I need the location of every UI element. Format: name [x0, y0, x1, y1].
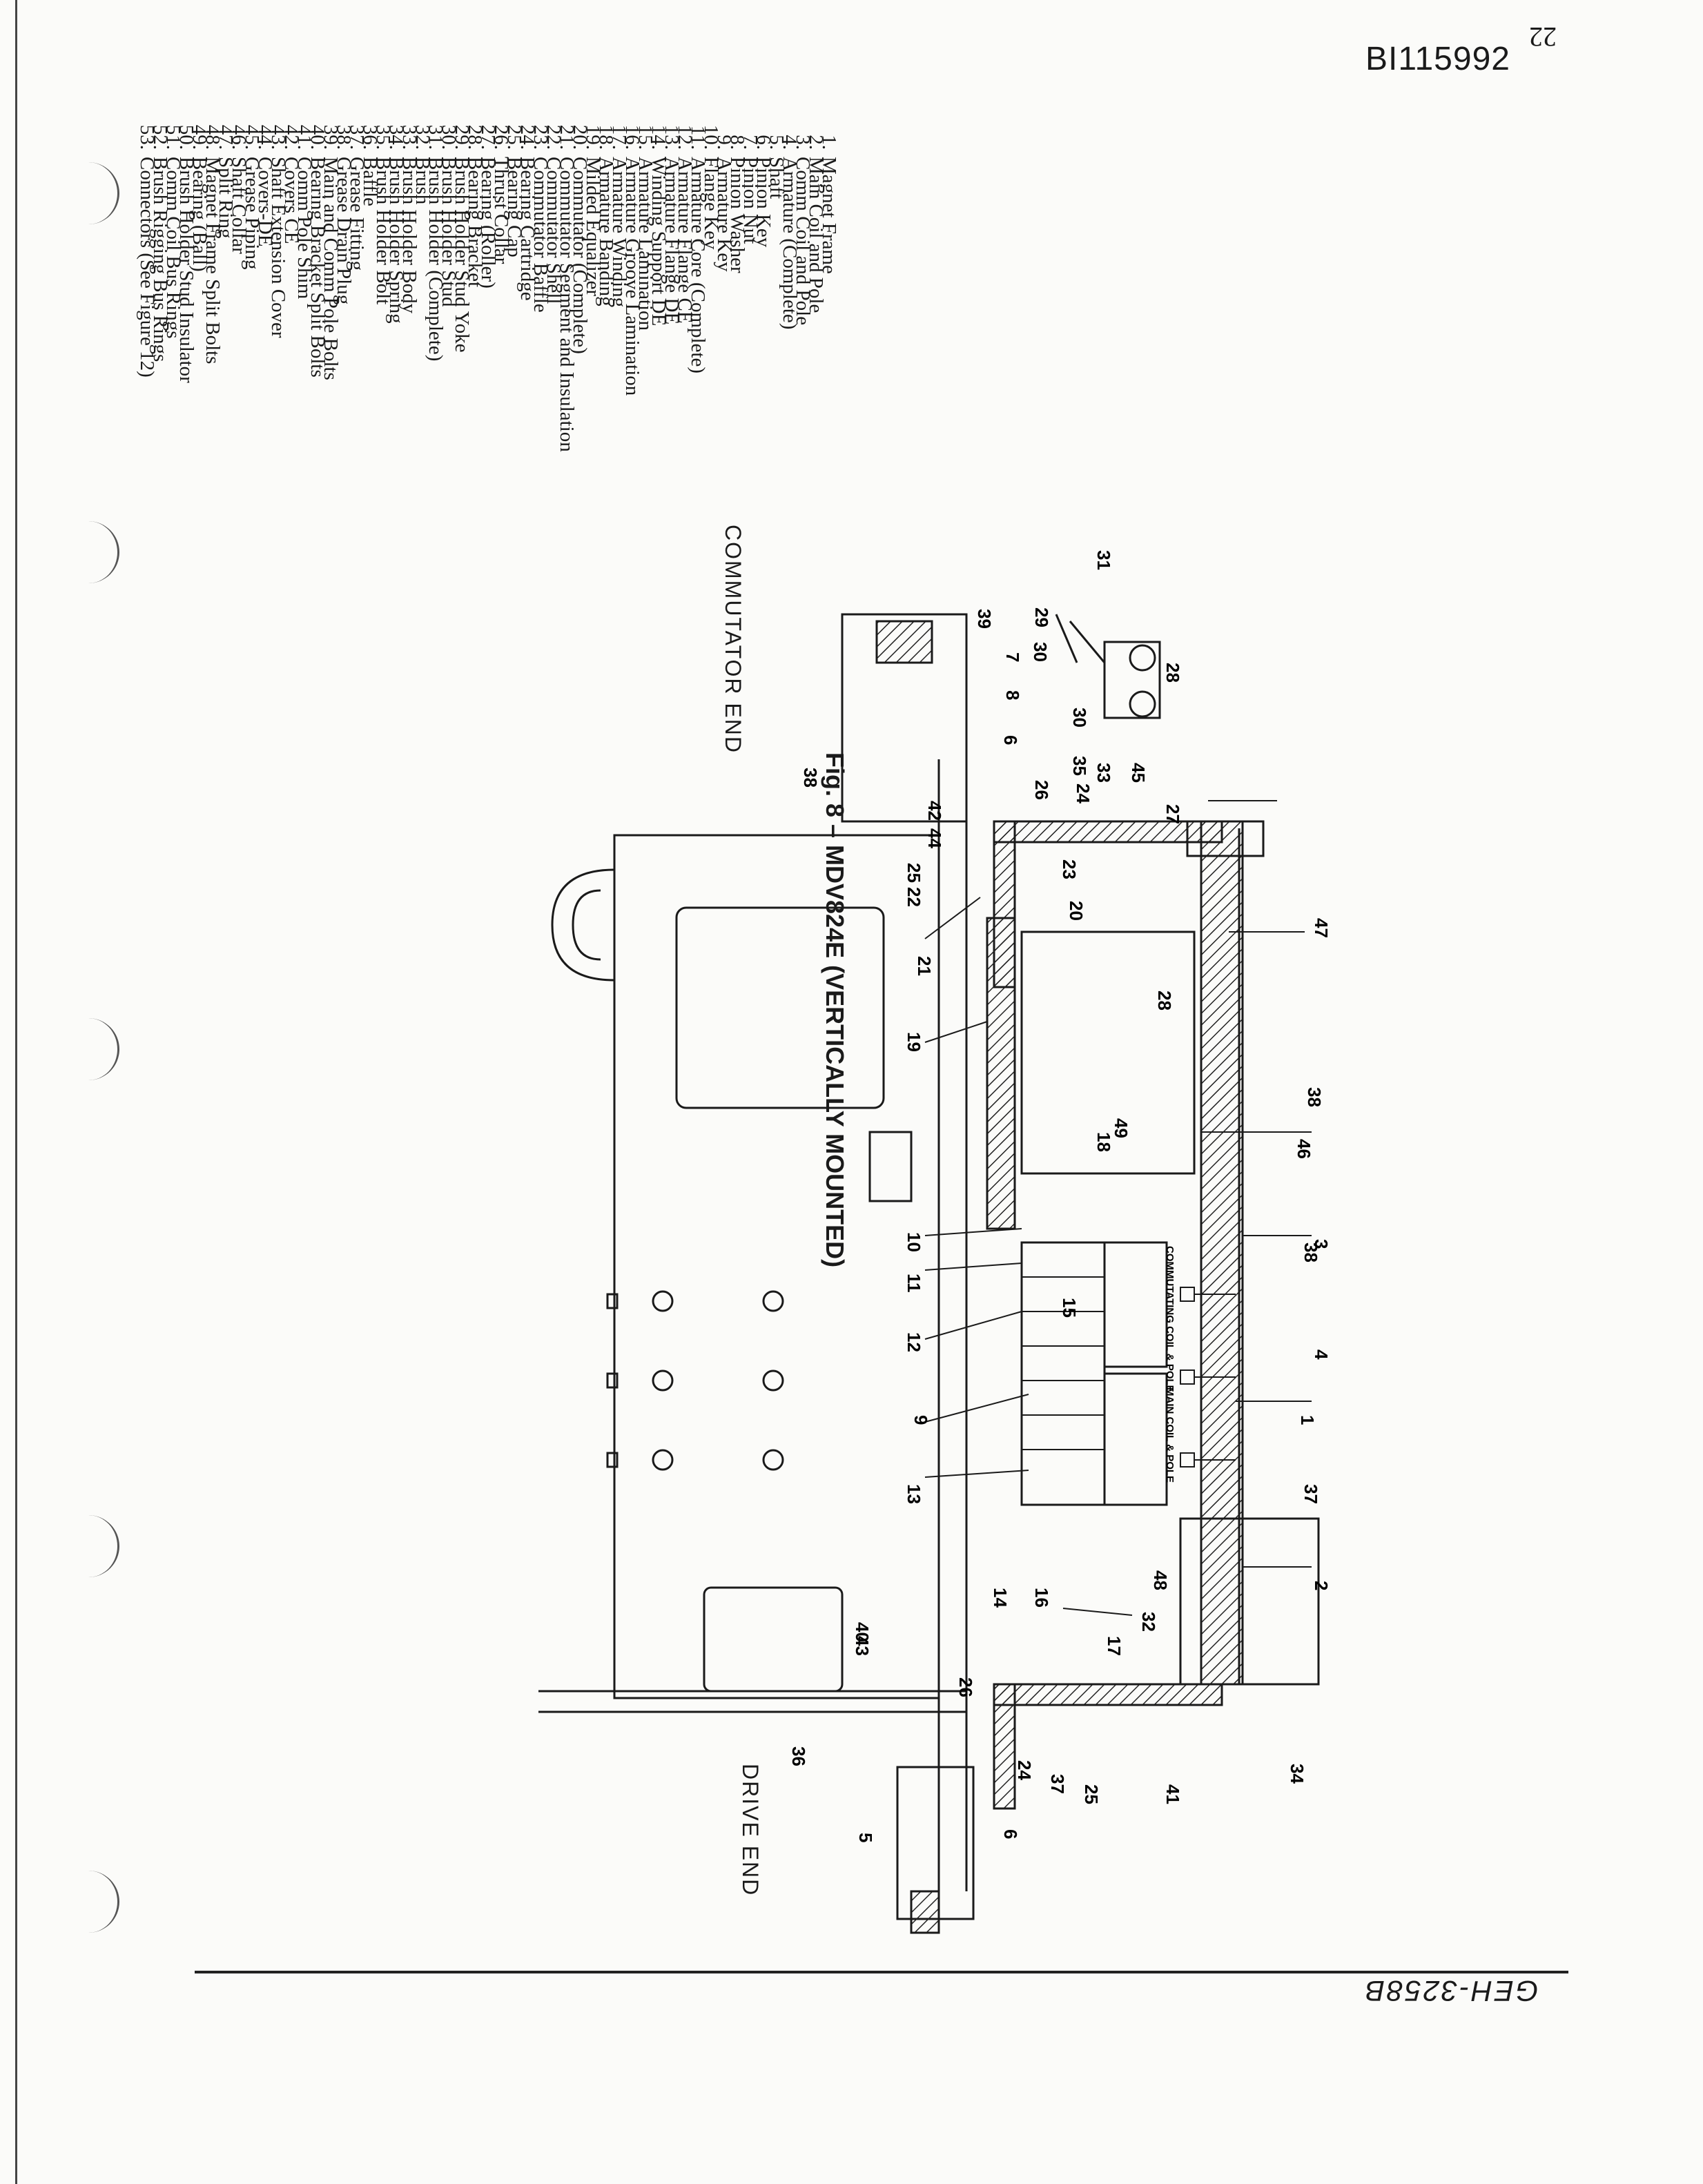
callout-number: 1: [1297, 1415, 1318, 1425]
punch-hole: [76, 1871, 119, 1933]
footer-rule: [195, 1971, 1568, 1973]
callout-number: 16: [1031, 1588, 1052, 1608]
main-coil-label: MAIN COIL & POLE: [1164, 1387, 1176, 1483]
commutating-coil-box: [1103, 1241, 1168, 1368]
callout-number: 34: [1287, 1764, 1307, 1784]
callout-number: 23: [1059, 859, 1080, 879]
callout-number: 30: [1030, 642, 1051, 662]
inspection-cover-de: [703, 1586, 844, 1693]
callout-number: 24: [1073, 783, 1093, 803]
callout-number: 9: [911, 1415, 931, 1425]
callout-number: 12: [904, 1332, 924, 1352]
callout-number: 15: [1059, 1298, 1080, 1318]
callout-number: 26: [1031, 780, 1052, 800]
callout-number: 36: [788, 1746, 809, 1766]
callout-number: 26: [955, 1677, 976, 1697]
punch-hole: [76, 1018, 119, 1080]
callout-number: 37: [1047, 1774, 1068, 1794]
callout-number: 22: [904, 887, 924, 907]
callout-number: 21: [914, 956, 935, 976]
callout-number: 41: [1162, 1784, 1183, 1804]
callout-number: 38: [1304, 1087, 1325, 1107]
callout-number: 8: [1002, 690, 1023, 700]
callout-number: 46: [1294, 1139, 1314, 1159]
callout-number: 48: [1150, 1570, 1171, 1590]
document-code: GEH-3258B: [1363, 1975, 1539, 2007]
callout-number: 38: [1301, 1242, 1321, 1262]
punch-hole: [76, 1515, 119, 1577]
callout-number: 45: [1128, 763, 1149, 783]
callout-number: 43: [852, 1636, 873, 1656]
callout-number: 32: [1138, 1612, 1159, 1632]
callout-number: 14: [990, 1588, 1011, 1608]
callout-number: 7: [1002, 652, 1023, 662]
callout-number: 27: [1162, 804, 1183, 824]
callout-number: 31: [1093, 550, 1114, 570]
callout-number: 40: [852, 1622, 873, 1642]
callout-number: 10: [904, 1232, 924, 1252]
punch-hole: [76, 521, 119, 583]
magnet-frame-section: [1200, 820, 1244, 1686]
commutating-coil-label: COMMUTATING COIL & POLE: [1164, 1246, 1176, 1392]
callout-number: 25: [1081, 1784, 1102, 1804]
callout-number: 6: [1000, 735, 1021, 745]
callout-number: 30: [1069, 708, 1090, 728]
callout-number: 28: [1154, 991, 1175, 1011]
callout-number: 11: [904, 1274, 924, 1293]
figure-caption: Fig. 8 – MDV824E (VERTICALLY MOUNTED): [821, 752, 849, 1268]
callout-number: 19: [904, 1032, 924, 1052]
drive-end-label: DRIVE END: [738, 1764, 763, 1897]
callout-number: 17: [1104, 1636, 1125, 1656]
callout-number: 29: [1031, 607, 1052, 627]
callout-number: 4: [1311, 1349, 1332, 1360]
commutator-end-label: COMMUTATOR END: [721, 525, 746, 754]
callout-number: 33: [1093, 763, 1114, 783]
callout-number: 5: [855, 1833, 876, 1842]
main-coil-box: [1103, 1372, 1168, 1506]
callout-number: 13: [904, 1484, 924, 1504]
callout-number: 24: [1014, 1760, 1035, 1780]
callout-number: 37: [1301, 1484, 1321, 1504]
punch-hole: [76, 162, 119, 224]
callout-number: 49: [1111, 1118, 1131, 1138]
callout-number: 35: [1069, 756, 1090, 776]
inspection-cover-ce: [675, 906, 885, 1109]
callout-number: 20: [1066, 901, 1087, 921]
page-edge-line: [15, 0, 17, 2184]
commutator: [986, 917, 1016, 1230]
callout-number: 44: [924, 828, 945, 848]
callout-number: 2: [1311, 1581, 1332, 1590]
callout-number: 38: [800, 768, 821, 788]
document-id: BI115992: [1365, 41, 1510, 77]
callout-number: 3: [1311, 1239, 1332, 1249]
callout-number: 18: [1093, 1132, 1114, 1152]
callout-number: 6: [1000, 1829, 1021, 1839]
callout-number: 25: [904, 863, 924, 883]
callout-number: 28: [1162, 663, 1183, 683]
callout-number: 42: [924, 801, 945, 821]
callout-number: 47: [1311, 918, 1332, 938]
callout-number: 39: [974, 609, 995, 629]
